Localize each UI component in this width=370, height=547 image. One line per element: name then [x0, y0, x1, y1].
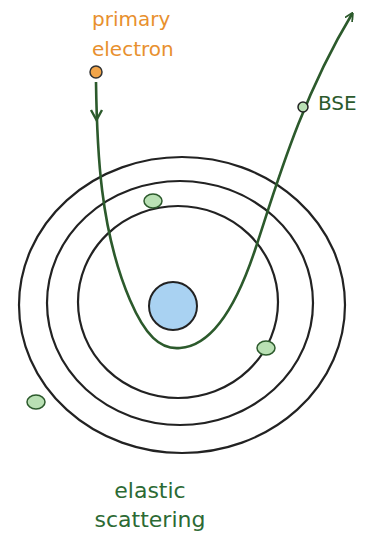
direction-arrow — [91, 110, 102, 120]
nucleus — [149, 282, 197, 330]
shell-electron — [27, 395, 45, 409]
particle-label: primary electron — [92, 4, 202, 64]
particle-label: BSE — [318, 90, 366, 116]
outer-shell — [19, 157, 345, 453]
shell-electron — [144, 194, 162, 208]
inner-shell — [78, 206, 278, 398]
middle-shell — [47, 181, 313, 425]
electron-trajectory — [96, 14, 352, 348]
caption-label: elastic scattering — [70, 477, 230, 534]
primary-electron-dot — [90, 66, 102, 78]
shell-electron — [257, 341, 275, 355]
bse-dot — [298, 102, 308, 112]
